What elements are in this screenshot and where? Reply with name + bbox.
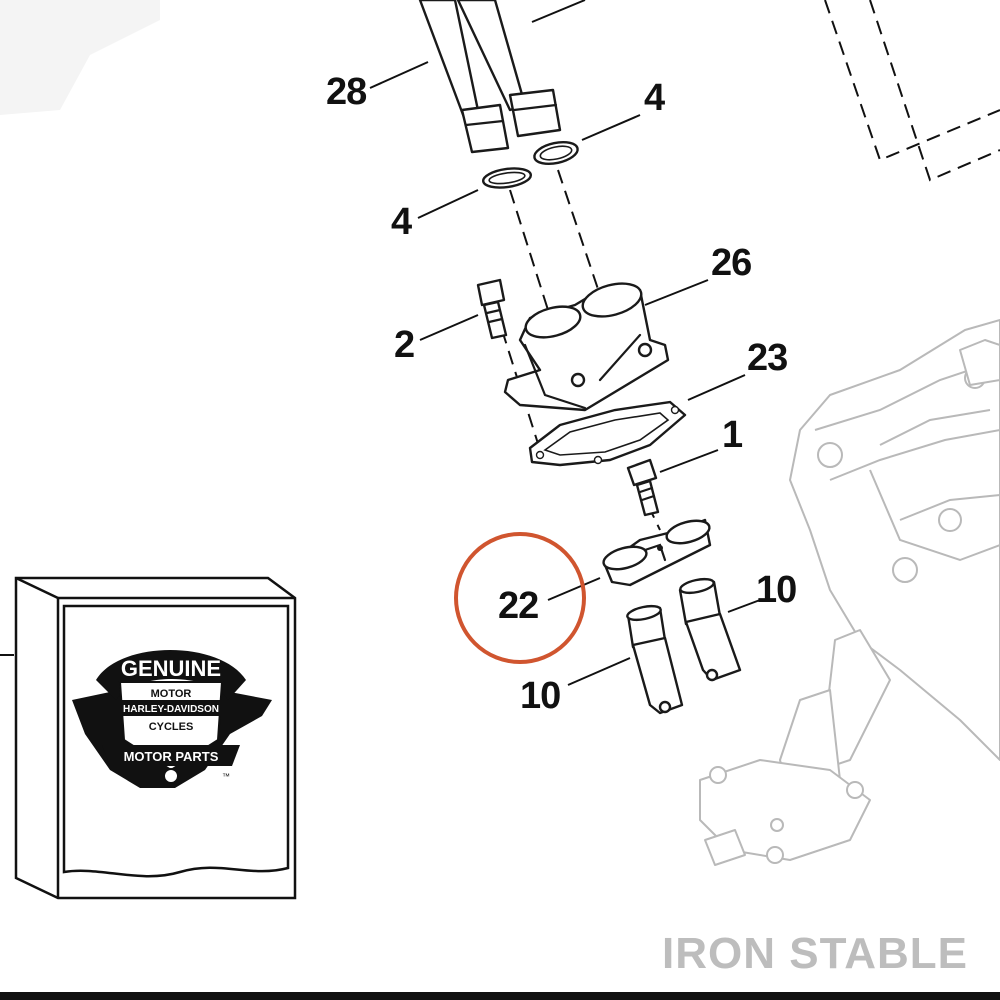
cover-26 xyxy=(503,282,670,412)
o-rings xyxy=(482,141,579,189)
leader-22 xyxy=(547,577,601,601)
callout-22: 22 xyxy=(498,585,538,627)
leader-28 xyxy=(369,61,429,89)
logo-brand-line2: HARLEY-DAVIDSON xyxy=(123,704,219,715)
callout-2: 2 xyxy=(394,324,414,366)
leader-26 xyxy=(644,279,709,306)
leader-1 xyxy=(659,449,719,473)
callout-28: 28 xyxy=(326,71,366,113)
lifter-right xyxy=(678,577,742,682)
callout-4-upper: 4 xyxy=(644,77,665,119)
leader-10a xyxy=(727,599,761,613)
phantom-outline xyxy=(824,0,1000,182)
leader-2 xyxy=(419,314,479,341)
genuine-motor-parts-logo: GENUINE MOTOR HARLEY-DAVIDSON CYCLES MOT… xyxy=(72,650,272,788)
ghost-engine-assembly xyxy=(699,319,1000,866)
watermark-text: IRON STABLE xyxy=(662,929,968,978)
logo-brand-line3: CYCLES xyxy=(149,721,194,733)
leader-10b xyxy=(567,657,631,686)
leader-4a xyxy=(581,114,641,141)
callout-10-left: 10 xyxy=(520,675,560,717)
logo-trademark: ™ xyxy=(222,772,230,781)
logo-bottom-text: MOTOR PARTS xyxy=(124,749,219,764)
callout-4-lower: 4 xyxy=(391,201,412,243)
logo-brand-line1: MOTOR xyxy=(151,688,192,700)
lifter-block-22 xyxy=(602,518,712,587)
gasket-23 xyxy=(528,400,687,467)
logo-top-text: GENUINE xyxy=(121,656,221,681)
background-shape xyxy=(0,0,160,115)
lifter-left xyxy=(626,604,684,715)
leader-4b xyxy=(417,189,479,219)
callout-10-right: 10 xyxy=(756,569,796,611)
bolt-1 xyxy=(626,458,660,517)
callout-23: 23 xyxy=(747,337,787,379)
highlight-circle xyxy=(454,532,586,664)
leader-23 xyxy=(687,374,746,401)
callout-26: 26 xyxy=(711,242,751,284)
bolt-2 xyxy=(476,278,508,340)
pushrod-tubes xyxy=(418,0,562,154)
bottom-border xyxy=(0,992,1000,1000)
leader-top xyxy=(531,0,586,23)
callout-1: 1 xyxy=(722,414,743,456)
